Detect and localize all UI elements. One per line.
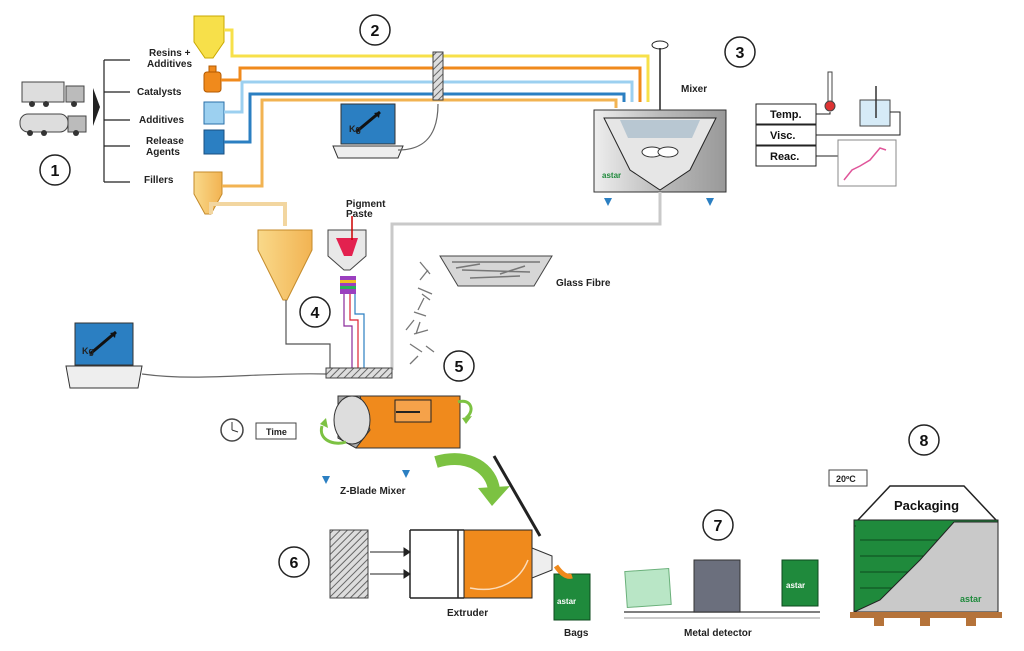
tanker-truck-icon <box>19 113 87 136</box>
pallet-brand: astar <box>960 594 982 604</box>
reaction-graph-icon <box>837 139 897 187</box>
metal-detector-unit <box>693 559 741 613</box>
outgoing-bag-icon <box>781 559 819 607</box>
mixer-brand: astar <box>602 171 621 180</box>
delivery-arrow-icon <box>93 88 100 126</box>
mixer-title: Mixer <box>681 84 707 95</box>
input-resins-line1: Resins + <box>149 48 191 59</box>
catalyst-bottle-icon <box>203 65 222 93</box>
temperature-box <box>828 469 868 487</box>
resin-hopper-icon <box>193 15 225 59</box>
time-label: Time <box>266 427 287 437</box>
rotation-arrow-right-icon <box>457 399 473 424</box>
dosing-valve-5 <box>325 367 393 379</box>
z-blade-label: Z-Blade Mixer <box>340 486 406 497</box>
visc-label: Visc. <box>770 130 796 142</box>
pigment-dosing-icon <box>340 276 356 294</box>
filler-pipe <box>209 202 287 226</box>
conveyor-belt <box>624 611 820 619</box>
step-2-number: 2 <box>371 23 380 40</box>
input-catalysts: Catalysts <box>137 87 182 98</box>
laptop-1-unit: Kg <box>349 124 361 134</box>
glass-fibre-label: Glass Fibre <box>556 278 611 289</box>
step-7-number: 7 <box>714 518 723 535</box>
temperature-label: 20ºC <box>836 474 856 484</box>
temp-label: Temp. <box>770 109 802 121</box>
step-1-number: 1 <box>51 163 60 180</box>
glass-fibre-hopper-icon <box>439 255 553 287</box>
step-5-number: 5 <box>455 359 464 376</box>
additives-bag-icon <box>203 101 225 125</box>
extruder-press-arrows <box>370 547 411 579</box>
reac-label: Reac. <box>770 151 799 163</box>
step-5-circle <box>443 350 475 382</box>
pigment-label-line2: Paste <box>346 209 373 220</box>
extruder-ram <box>329 529 369 599</box>
step-4-circle <box>299 296 331 328</box>
falling-fibres-icon <box>405 261 435 365</box>
metal-detector-label: Metal detector <box>684 628 752 639</box>
mixer-load-cell-left-icon <box>604 198 612 206</box>
rotation-arrow-left-icon <box>319 418 347 445</box>
time-box <box>255 422 297 440</box>
truck-icon <box>21 81 85 107</box>
laptop-2-unit: Kg <box>82 346 94 356</box>
step-2-circle <box>359 14 391 46</box>
zblade-load-cell-left-icon <box>322 476 330 484</box>
input-fillers: Fillers <box>144 175 174 186</box>
fillers-hopper-icon <box>193 171 223 215</box>
viscometer-beaker-icon <box>859 86 891 127</box>
filler-silo-icon <box>257 229 313 301</box>
product-bag-icon <box>553 564 591 621</box>
extruder-body <box>409 455 553 599</box>
laptop-1-cable <box>397 103 439 151</box>
release-agents-bag-icon <box>203 129 225 155</box>
step-7-circle <box>702 509 734 541</box>
control-connectors <box>816 111 901 157</box>
input-release-line1: Release <box>146 136 184 147</box>
step-3-circle <box>724 36 756 68</box>
laptop-scale-icon <box>332 103 404 159</box>
step-6-circle <box>278 546 310 578</box>
pigment-label-line1: Pigment <box>346 199 386 210</box>
mixer-load-cell-right-icon <box>706 198 714 206</box>
silo-outlet-pipe <box>285 300 331 370</box>
mixer-tank <box>593 40 727 193</box>
pigment-lines <box>343 294 365 370</box>
z-blade-mixer <box>333 395 461 449</box>
outgoing-bag-brand: astar <box>786 581 805 590</box>
dosing-valve-2 <box>432 51 444 101</box>
packaging-pallet <box>850 485 1002 626</box>
clock-icon <box>220 418 244 442</box>
step-8-number: 8 <box>920 433 929 450</box>
thermometer-icon <box>824 71 836 112</box>
feed-pipes <box>221 28 650 188</box>
input-release-line2: Agents <box>146 147 180 158</box>
input-additives: Additives <box>139 115 184 126</box>
packaging-label: Packaging <box>894 498 959 513</box>
step-3-number: 3 <box>736 45 745 62</box>
step-1-circle <box>39 154 71 186</box>
laptop-2-cable <box>141 373 327 378</box>
step-8-circle <box>908 424 940 456</box>
step-4-number: 4 <box>311 305 320 322</box>
bag-brand: astar <box>557 597 576 606</box>
input-resins-line2: Additives <box>147 59 192 70</box>
transfer-arrow-icon <box>434 453 510 506</box>
zblade-load-cell-right-icon <box>402 470 410 478</box>
laptop-scale-icon-2 <box>65 322 143 389</box>
incoming-bag-icon <box>624 567 672 609</box>
mixer-outlet-pipe <box>390 192 662 370</box>
step-6-number: 6 <box>290 555 299 572</box>
supply-bracket <box>103 59 130 183</box>
bags-label: Bags <box>564 628 589 639</box>
extruder-label: Extruder <box>447 608 488 619</box>
pigment-paste-container-icon <box>327 216 367 271</box>
